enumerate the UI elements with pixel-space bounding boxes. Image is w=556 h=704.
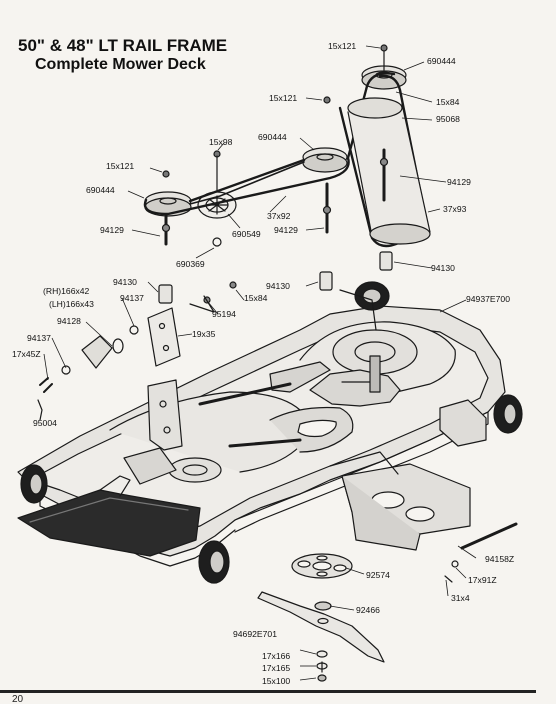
cylinder-pulley — [348, 98, 430, 244]
part-label: 94137 — [120, 293, 144, 303]
part-label: 17x166 — [262, 651, 291, 661]
part-label: 94129 — [274, 225, 298, 235]
hanger-bracket — [148, 308, 180, 366]
part-label: 31x4 — [451, 593, 470, 603]
part-label: 690369 — [176, 259, 205, 269]
part-label: 95194 — [212, 309, 236, 319]
part-label: 690444 — [86, 185, 115, 195]
gauge-wheel-rear-right — [494, 395, 522, 433]
part-label: 94937E700 — [466, 294, 510, 304]
part-label: 94130 — [431, 263, 455, 273]
part-label: 15x84 — [244, 293, 268, 303]
part-label: 15x84 — [436, 97, 460, 107]
part-label: 94129 — [447, 177, 471, 187]
part-label: 94137 — [27, 333, 51, 343]
part-label: 94692E701 — [233, 629, 277, 639]
part-label: 95068 — [436, 114, 460, 124]
part-label: 37x92 — [267, 211, 291, 221]
part-label: 37x93 — [443, 204, 467, 214]
gauge-wheel-front-left — [21, 465, 47, 503]
gauge-wheel-rear-left — [340, 282, 389, 330]
part-label: 15x98 — [209, 137, 233, 147]
part-label: 690549 — [232, 229, 261, 239]
part-label: 17x45Z — [12, 349, 41, 359]
part-label: (RH)166x42 — [43, 286, 90, 296]
part-label: 17x91Z — [468, 575, 497, 585]
part-label: 94129 — [100, 225, 124, 235]
part-label: 15x121 — [106, 161, 135, 171]
part-label: (LH)166x43 — [49, 299, 94, 309]
blade-adapter — [292, 554, 352, 578]
part-label: 15x121 — [269, 93, 298, 103]
pulley-middle — [303, 97, 347, 172]
part-label: 92574 — [366, 570, 390, 580]
idler-pulley — [198, 151, 236, 218]
part-label: 17x165 — [262, 663, 291, 673]
diagram-title: 50" & 48" LT RAIL FRAME — [18, 36, 228, 55]
diagram-subtitle: Complete Mower Deck — [35, 56, 206, 73]
part-label: 95004 — [33, 418, 57, 428]
gauge-wheel-front-right — [199, 541, 229, 583]
belt-37x92 — [145, 73, 394, 214]
part-label: 94158Z — [485, 554, 515, 564]
mower-blade — [258, 592, 384, 662]
part-label: 15x100 — [262, 676, 291, 686]
part-label: 690444 — [427, 56, 456, 66]
part-label: 94130 — [113, 277, 137, 287]
footer-rule — [0, 690, 536, 693]
part-label: 690444 — [258, 132, 287, 142]
lift-rod-94158Z — [462, 524, 516, 548]
part-label: 19x35 — [192, 329, 216, 339]
deck-shell — [18, 306, 505, 566]
part-label: 94130 — [266, 281, 290, 291]
part-label: 15x121 — [328, 41, 357, 51]
page-number: 20 — [12, 694, 24, 704]
part-label: 94128 — [57, 316, 81, 326]
part-label: 92466 — [356, 605, 380, 615]
